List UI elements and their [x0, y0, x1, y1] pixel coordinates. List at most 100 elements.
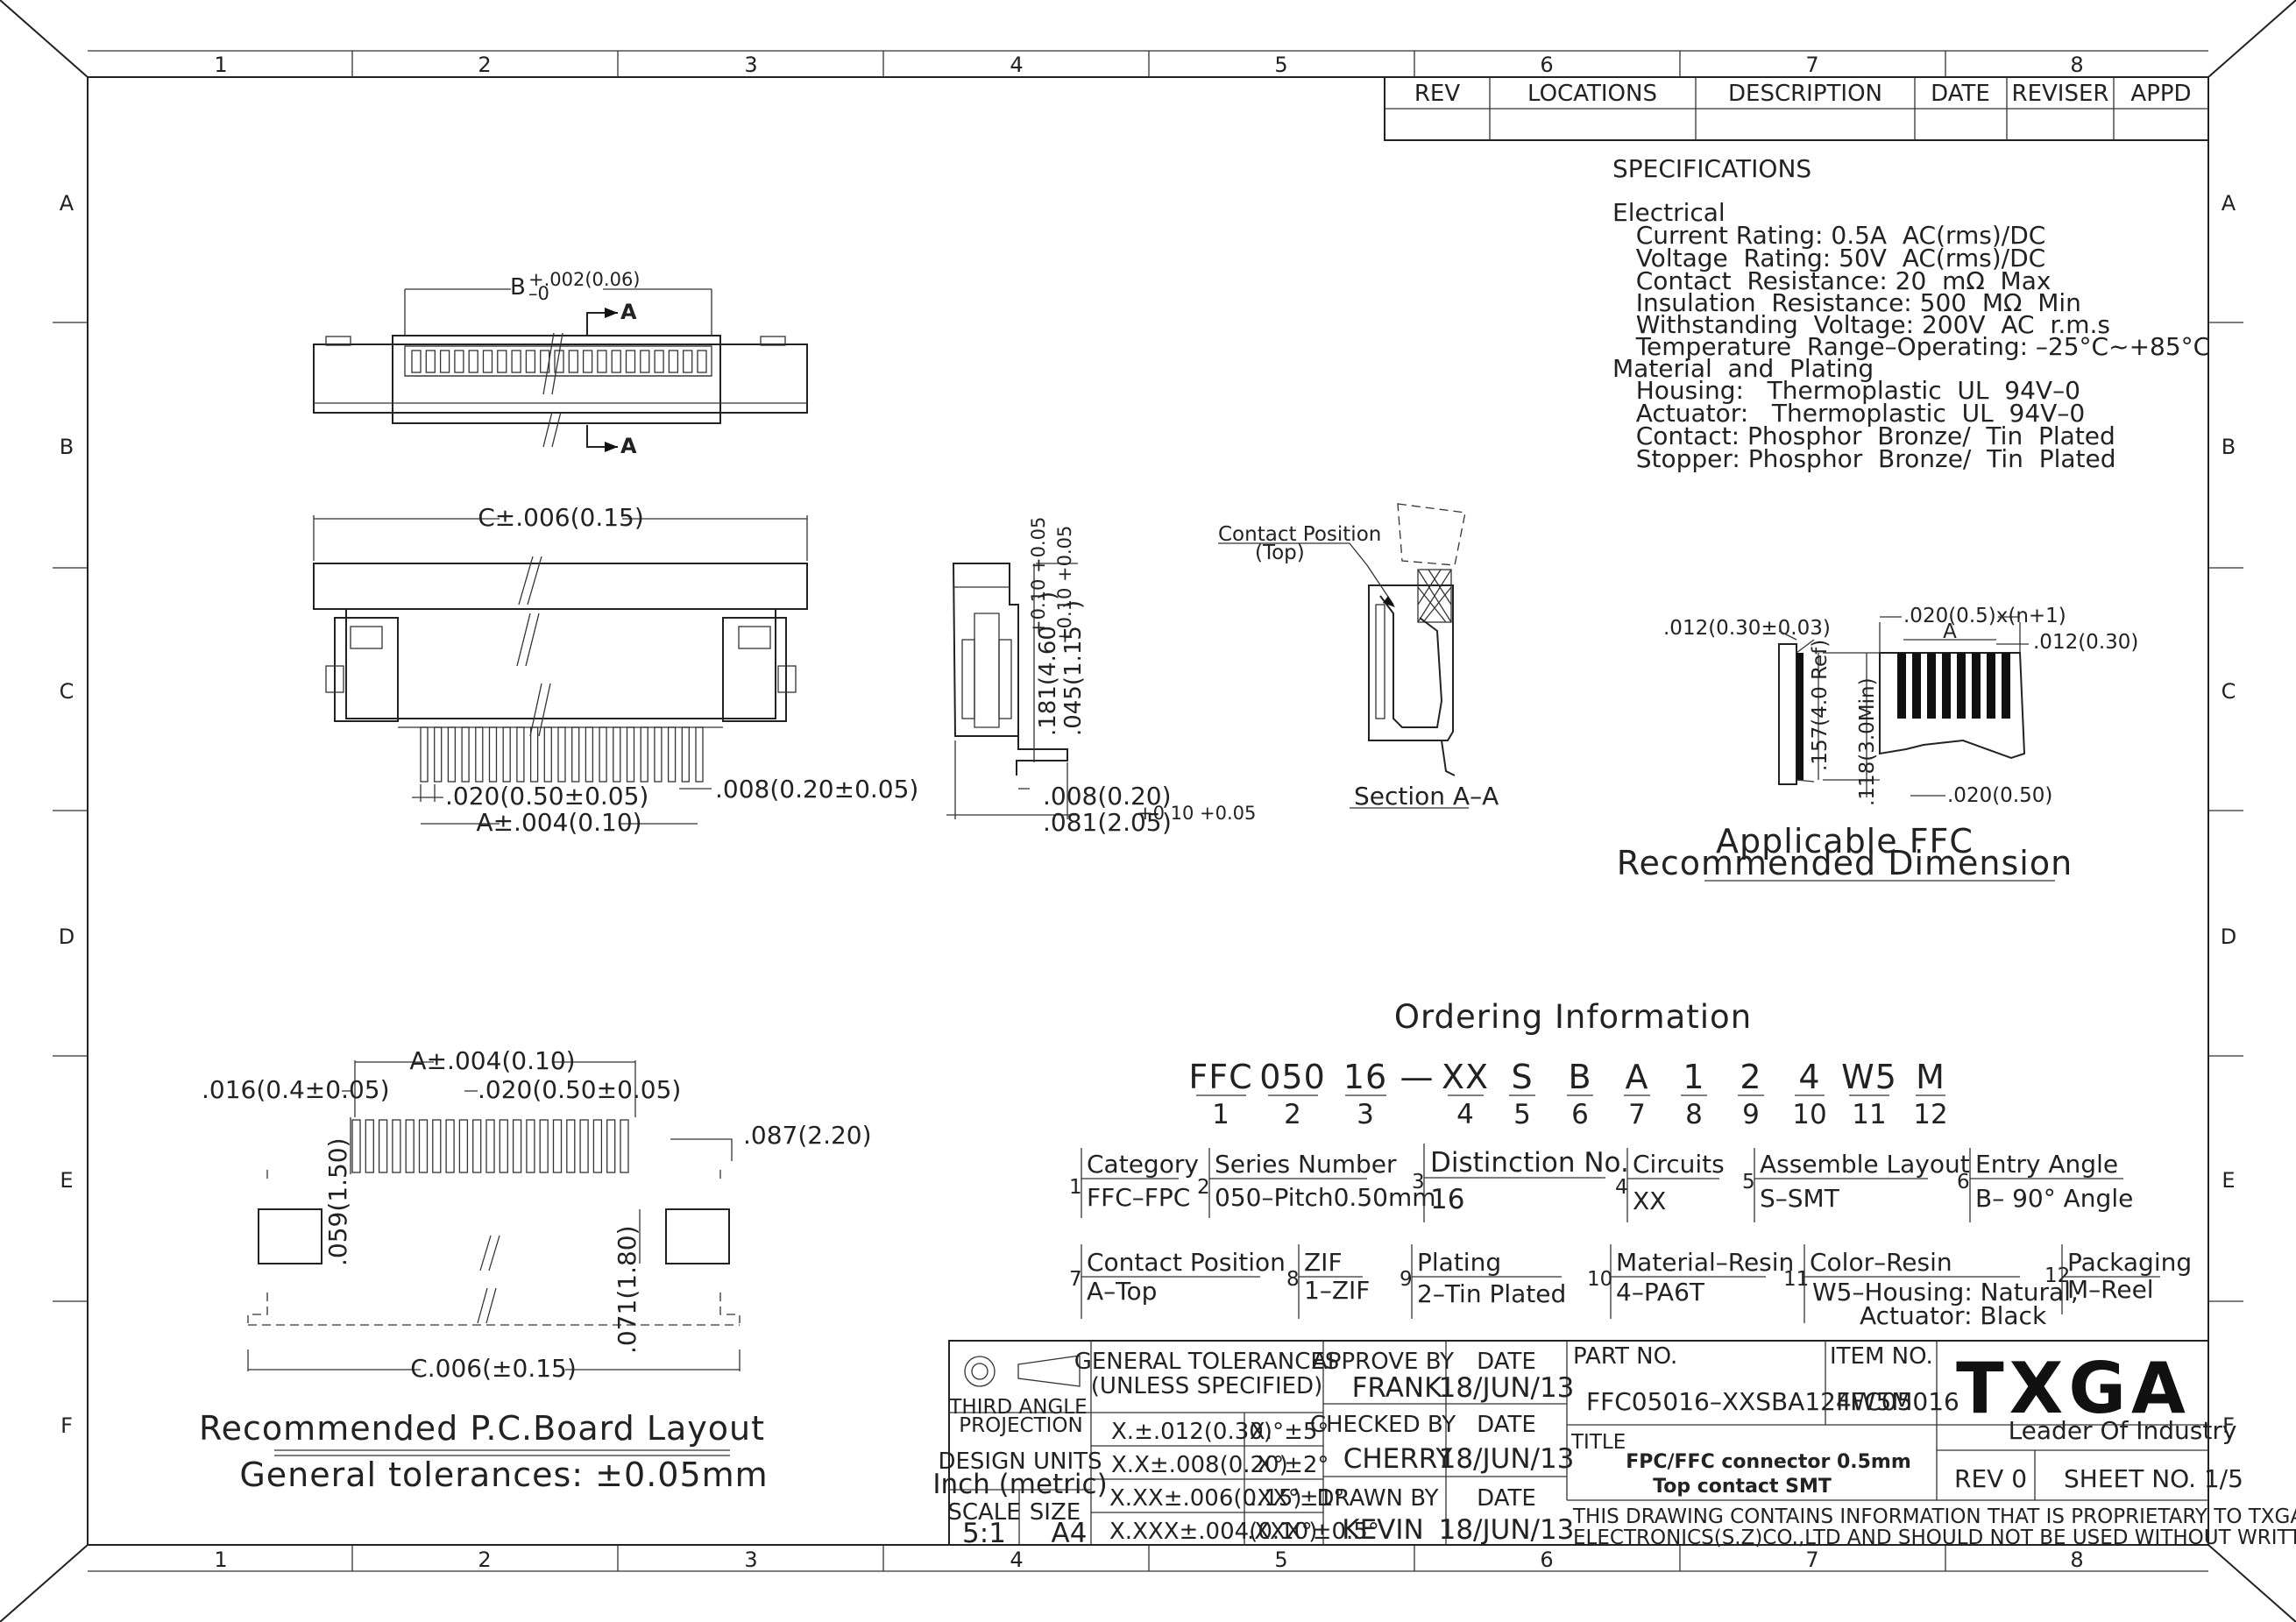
- contact-pin: [454, 350, 464, 373]
- contact-pin: [439, 350, 450, 373]
- solder-tail: [667, 726, 677, 783]
- dim-conductor-width: .020(0.50): [1947, 784, 2052, 807]
- dim-b-tol-bottom: –0: [528, 283, 549, 304]
- row-b-left: B: [60, 435, 74, 459]
- ffc-conductor: [1897, 653, 1906, 719]
- column-4-bottom: 4: [1010, 1548, 1023, 1572]
- tolerance-angular: X.°±5°: [1250, 1419, 1329, 1445]
- projection-label-1: THIRD ANGLE: [948, 1396, 1087, 1419]
- pcb-pad: [365, 1119, 374, 1173]
- code-2: 050: [1259, 1058, 1326, 1096]
- proprietary-notice-2: ELECTRONICS(S.Z)CO.,LTD AND SHOULD NOT B…: [1573, 1526, 2296, 1549]
- dim-height-end: ): [1035, 591, 1061, 600]
- row-e-left: E: [60, 1168, 73, 1193]
- code-6: B: [1568, 1058, 1591, 1096]
- tolerance-title-2: (UNLESS SPECIFIED): [1091, 1373, 1322, 1399]
- code-index-4: 4: [1456, 1099, 1474, 1130]
- ffc-conductor: [1942, 653, 1951, 719]
- tolerance-linear: X.XX±.006(0.15): [1109, 1485, 1302, 1512]
- solder-tail: [461, 726, 470, 783]
- contact-pin: [654, 350, 664, 373]
- column-5-bottom: 5: [1274, 1548, 1287, 1572]
- dim-length-end: ): [1162, 808, 1172, 837]
- field-label: Assemble Layout: [1760, 1150, 1970, 1179]
- ffc-conductor: [1912, 653, 1921, 719]
- contact-pin: [597, 350, 607, 373]
- code-index-12: 12: [1913, 1099, 1947, 1130]
- column-8-bottom: 8: [2070, 1548, 2083, 1572]
- ordering-field-6: 6 Entry Angle B– 90° Angle: [1957, 1148, 2133, 1222]
- dim-a: A±.004(0.10): [476, 808, 641, 837]
- contact-pin: [497, 350, 507, 373]
- solder-tail: [654, 726, 663, 783]
- code-1: FFC: [1188, 1058, 1252, 1096]
- top-view: B +.002(0.06) –0 A A: [313, 269, 808, 458]
- row-a-right: A: [2222, 191, 2236, 216]
- contact-pin: [683, 350, 693, 373]
- specifications: SPECIFICATIONS Electrical Current Rating…: [1612, 154, 2210, 473]
- pcb-layout: A±.004(0.10) .016(0.4±0.05) .020(0.50±0.…: [199, 1046, 872, 1494]
- size-label: SIZE: [1030, 1499, 1081, 1526]
- title-block: THIRD ANGLE PROJECTION DESIGN UNITS Inch…: [932, 1340, 2296, 1549]
- solder-tail: [640, 726, 648, 783]
- ffc-conductor: [1957, 653, 1966, 719]
- column-7-top: 7: [1805, 53, 1818, 77]
- row-b-right: B: [2222, 435, 2236, 459]
- dim-tail: .008(0.20): [1043, 782, 1172, 811]
- pcb-pad: [405, 1119, 415, 1173]
- ordering-field-10: 10 Material–Resin 4–PA6T: [1587, 1244, 1794, 1319]
- field-number: 11: [1783, 1268, 1809, 1291]
- code-index-8: 8: [1685, 1099, 1703, 1130]
- field-value: S–SMT: [1760, 1184, 1840, 1213]
- solder-tail: [599, 726, 607, 783]
- dim-pitch: .020(0.50±0.05): [445, 782, 648, 811]
- field-number: 1: [1069, 1176, 1082, 1199]
- spec-line: Actuator: Thermoplastic UL 94V–0: [1612, 399, 2085, 428]
- column-3-bottom: 3: [744, 1548, 757, 1572]
- pcb-dim-c: C.006(±0.15): [410, 1354, 577, 1383]
- pcb-dim-mount: .087(2.20): [743, 1121, 872, 1150]
- dim-ffc-min: .118(3.0Min): [1856, 677, 1879, 806]
- column-3-top: 3: [744, 53, 757, 77]
- ordering-field-12: 12 Packaging M–Reel: [2044, 1244, 2192, 1314]
- column-1-top: 1: [214, 53, 227, 77]
- code-index-2: 2: [1284, 1099, 1301, 1130]
- row-f-left: F: [60, 1413, 73, 1438]
- field-value: 1–ZIF: [1304, 1276, 1370, 1305]
- date-header: DATE: [1931, 81, 1990, 107]
- solder-tail: [626, 726, 635, 783]
- solder-tail: [543, 726, 552, 783]
- company-logo: TXGA: [1956, 1348, 2191, 1429]
- contact-pin: [582, 350, 593, 373]
- ordering-field-3: 3 Distinction No. 16: [1412, 1144, 1629, 1222]
- scale-value: 5:1: [962, 1518, 1006, 1549]
- field-value: FFC–FPC: [1087, 1183, 1190, 1212]
- code-7: A: [1626, 1058, 1649, 1096]
- contact-pin: [482, 350, 493, 373]
- ffc-conductor: [1987, 653, 1995, 719]
- contact-pin: [697, 350, 707, 373]
- pcb-pad: [485, 1119, 495, 1173]
- code-index-7: 7: [1628, 1099, 1646, 1130]
- tolerance-angular: .XXX°±0.5°: [1247, 1519, 1379, 1545]
- spec-line: Stopper: Phosphor Bronze/ Tin Plated: [1612, 444, 2116, 473]
- field-label: Entry Angle: [1975, 1150, 2118, 1179]
- pcb-dim-pitch: .020(0.50±0.05): [478, 1075, 681, 1104]
- dim-depth: .045(1.15: [1060, 626, 1087, 736]
- part-number: FFC05016–XXSBA124W5M: [1586, 1387, 1912, 1416]
- code-5: S: [1511, 1058, 1533, 1096]
- field-number: 12: [2044, 1264, 2070, 1287]
- code-index-3: 3: [1357, 1099, 1374, 1130]
- field-value: 050–Pitch0.50mm: [1215, 1183, 1436, 1212]
- dim-b: B: [510, 274, 526, 301]
- checked-date-label: DATE: [1477, 1412, 1536, 1438]
- dim-ffc-length: .157(4.0 Ref): [1809, 640, 1832, 771]
- proprietary-notice-1: THIS DRAWING CONTAINS INFORMATION THAT I…: [1572, 1505, 2296, 1528]
- solder-tail: [488, 726, 498, 783]
- field-label: Circuits: [1633, 1150, 1725, 1179]
- column-5-top: 5: [1274, 53, 1287, 77]
- solder-tail: [613, 726, 621, 783]
- tolerance-angular: .X°±2°: [1250, 1452, 1329, 1478]
- approve-date: 18/JUN/13: [1439, 1372, 1575, 1404]
